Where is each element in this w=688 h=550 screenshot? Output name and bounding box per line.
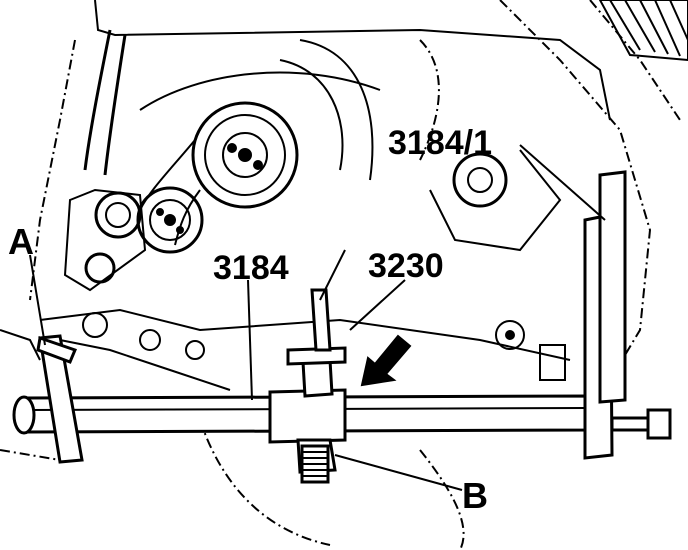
alternator [63,188,147,292]
engine-mount [429,149,566,381]
support-bar-3184 [12,170,672,484]
label-b: B [462,475,488,516]
label-3184-1: 3184/1 [388,124,492,162]
idler-pulley [136,186,204,254]
hatched-panel [598,0,688,62]
direction-arrow [360,334,412,387]
label-a: A [8,221,34,262]
label-3230: 3230 [368,247,444,285]
crank-pulley [191,101,299,209]
leader-lines [29,144,606,491]
label-3184: 3184 [213,249,289,287]
